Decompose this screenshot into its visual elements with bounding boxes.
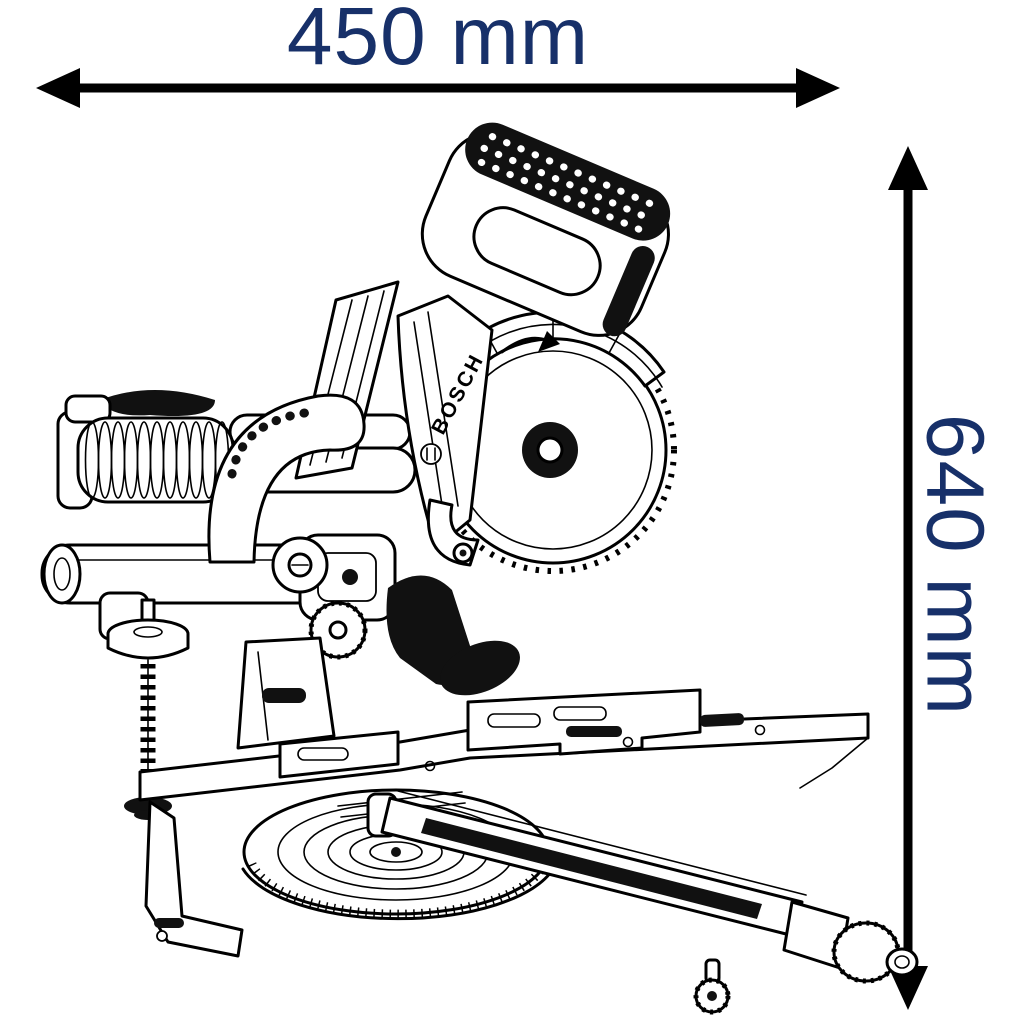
support-column [236, 636, 336, 750]
arrow-left-icon [36, 68, 80, 108]
base-feet [144, 800, 731, 1015]
handle-opening [472, 206, 602, 297]
arrow-up-icon [888, 146, 928, 190]
motor-head [420, 122, 671, 337]
rail-slot [421, 818, 762, 919]
grip-pad [465, 122, 671, 241]
fence-left [278, 730, 400, 779]
saw-blade [429, 326, 677, 574]
width-dimension: 450 mm [36, 0, 840, 108]
pivot-arm [207, 280, 400, 660]
work-clamp [106, 598, 190, 820]
blade-guard: BOSCH [396, 294, 666, 567]
motor-underside [386, 575, 520, 696]
rotation-arrow-icon [500, 336, 544, 354]
base-table [138, 688, 870, 802]
bosch-logo-icon [420, 443, 442, 465]
arrow-right-icon [796, 68, 840, 108]
height-dimension: 640 mm [888, 146, 1001, 1010]
arrow-down-icon [888, 966, 928, 1010]
miter-saw-illustration: BOSCH [40, 122, 919, 1015]
fence-right [466, 688, 702, 756]
front-rail [366, 790, 919, 984]
height-dimension-label: 640 mm [910, 414, 1001, 716]
width-dimension-label: 450 mm [287, 0, 589, 82]
